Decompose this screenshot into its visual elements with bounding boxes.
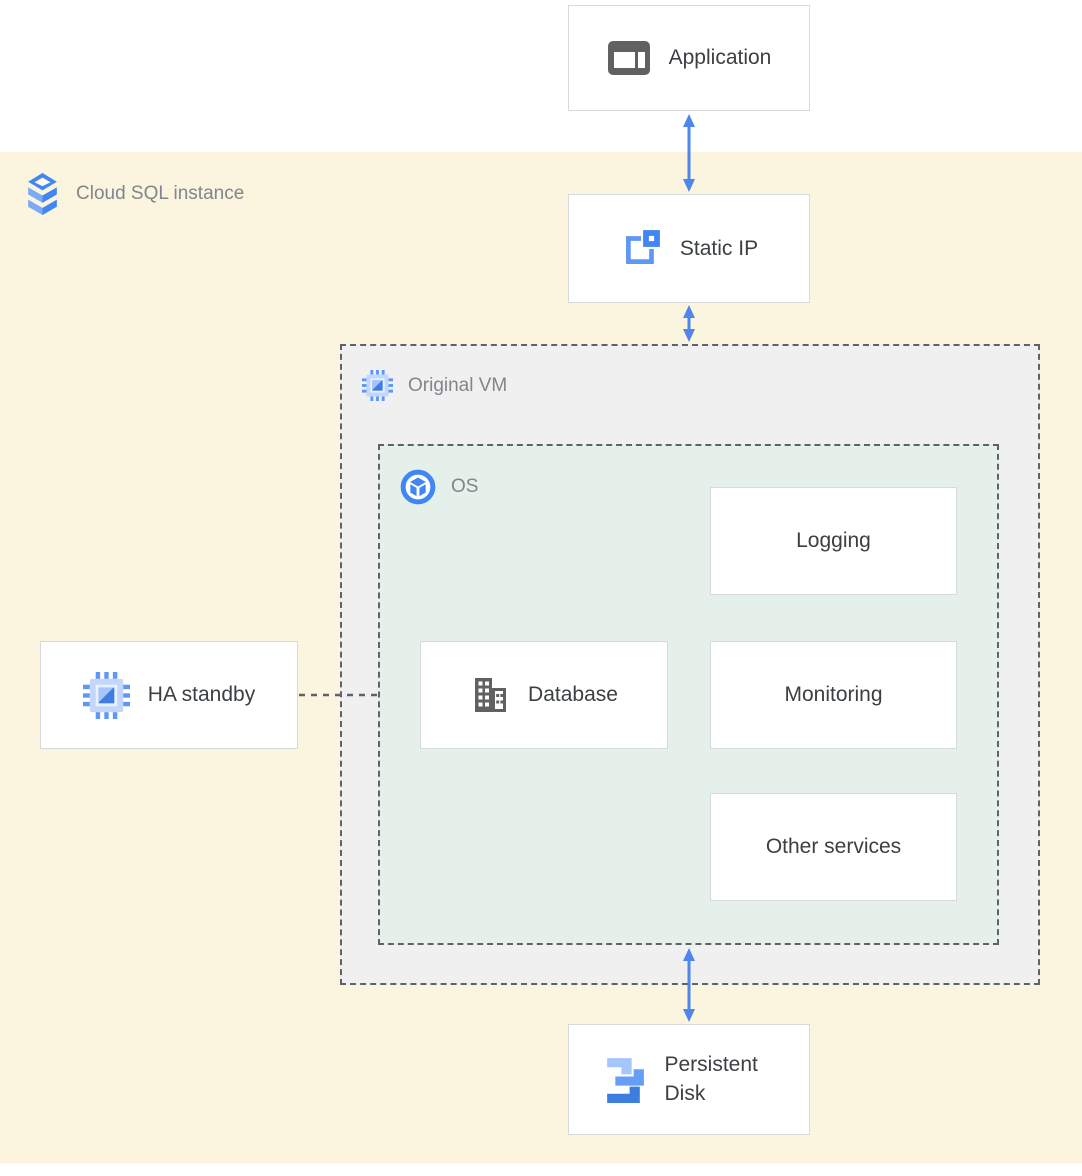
compute-engine-icon: [362, 370, 393, 401]
os-text: OS: [451, 476, 479, 497]
cloud-sql-instance-text: Cloud SQL instance: [76, 182, 245, 204]
monitoring-text: Monitoring: [784, 683, 883, 706]
original-vm-label: Original VM: [362, 370, 507, 401]
ha-standby-text: HA standby: [147, 683, 256, 706]
logging-text: Logging: [796, 529, 871, 552]
database-building-icon: [475, 678, 507, 712]
node-application: Application: [568, 5, 810, 111]
application-text: Application: [668, 46, 772, 69]
other-services-text: Other services: [765, 835, 902, 858]
database-text: Database: [528, 683, 618, 706]
node-static-ip: Static IP: [568, 194, 810, 303]
node-logging: Logging: [710, 487, 957, 595]
node-monitoring: Monitoring: [710, 641, 957, 749]
node-other-services: Other services: [710, 793, 957, 901]
application-window-icon: [607, 41, 650, 75]
node-ha-standby: HA standby: [40, 641, 298, 749]
node-persistent-disk: Persistent Disk: [568, 1024, 810, 1135]
cloud-sql-instance-label: Cloud SQL instance: [24, 172, 244, 215]
cloud-sql-icon: [28, 173, 57, 215]
static-ip-text: Static IP: [679, 236, 759, 260]
os-label: OS: [400, 469, 478, 505]
os-image-icon: [400, 469, 436, 505]
persistent-disk-icon: [606, 1058, 644, 1103]
persistent-disk-text: Persistent Disk: [664, 1053, 758, 1105]
original-vm-text: Original VM: [408, 374, 508, 396]
node-database: Database: [420, 641, 668, 749]
compute-engine-icon: [82, 671, 130, 719]
external-ip-icon: [625, 229, 660, 264]
